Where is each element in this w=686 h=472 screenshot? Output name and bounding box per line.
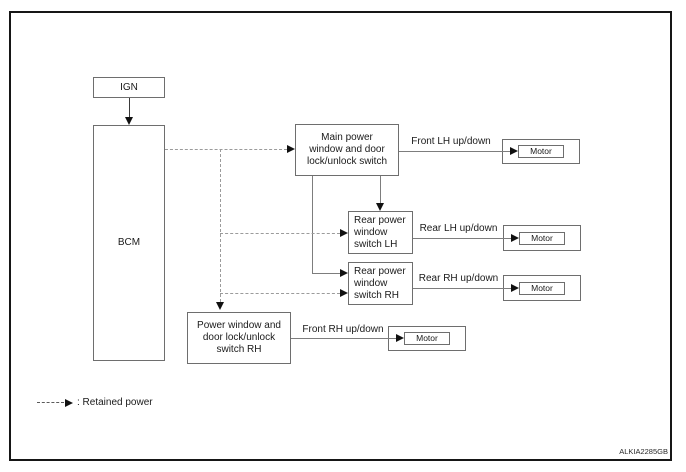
rear-switch-lh-line1: Rear power	[354, 214, 406, 226]
bcm-label: BCM	[117, 237, 141, 248]
arrowhead-right-icon	[396, 334, 404, 342]
rear-switch-rh-line2: window	[354, 277, 388, 289]
rear-switch-rh-line1: Rear power	[354, 265, 406, 277]
main-switch-line3: lock/unlock switch	[306, 156, 388, 167]
front-switch-rh-box: Power window and door lock/unlock switch…	[187, 312, 291, 364]
rear-switch-lh-box: Rear power window switch LH	[348, 211, 413, 254]
wire-front-rh	[291, 338, 396, 339]
dashed-wire-vertical-branch	[220, 149, 221, 302]
wire-main-to-rear-lh	[380, 176, 381, 203]
arrowhead-right-icon	[510, 147, 518, 155]
wire-main-to-rear-rh-vertical	[312, 176, 313, 273]
dashed-wire-to-rear-rh	[220, 293, 340, 294]
legend-dashed-line	[37, 402, 64, 403]
motor-rear-lh-label: Motor	[519, 231, 565, 245]
arrowhead-right-icon	[340, 269, 348, 277]
wire-front-lh	[399, 151, 511, 152]
front-switch-rh-line3: switch RH	[216, 344, 262, 355]
rear-switch-lh-line2: window	[354, 226, 388, 238]
motor-rear-rh-label: Motor	[519, 281, 565, 295]
rear-rh-updown-label: Rear RH up/down	[418, 273, 499, 284]
arrowhead-right-icon	[511, 284, 519, 292]
wire-ign-to-bcm	[129, 98, 130, 117]
wire-rear-lh	[413, 238, 511, 239]
wire-main-to-rear-rh-horizontal	[312, 273, 340, 274]
rear-switch-rh-line3: switch RH	[354, 289, 400, 301]
arrowhead-right-icon	[511, 234, 519, 242]
dashed-wire-bcm-to-main	[165, 149, 287, 150]
arrowhead-down-icon	[376, 203, 384, 211]
ign-label: IGN	[120, 81, 138, 93]
bcm-box: BCM	[93, 125, 165, 361]
front-lh-updown-label: Front LH up/down	[411, 136, 491, 147]
arrowhead-down-icon	[216, 302, 224, 310]
legend-label: : Retained power	[77, 397, 153, 408]
rear-lh-updown-label: Rear LH up/down	[419, 223, 498, 234]
main-switch-line1: Main power	[321, 132, 373, 143]
motor-front-lh-label: Motor	[518, 145, 564, 158]
front-rh-updown-label: Front RH up/down	[302, 324, 384, 335]
arrowhead-right-icon	[340, 229, 348, 237]
motor-front-rh-label: Motor	[404, 332, 450, 345]
wire-rear-rh	[413, 288, 511, 289]
arrowhead-down-icon	[125, 117, 133, 125]
main-switch-box: Main power window and door lock/unlock s…	[295, 124, 399, 176]
dashed-wire-to-rear-lh	[220, 233, 340, 234]
arrowhead-right-icon	[65, 398, 73, 407]
figure-code: ALKIA2285GB	[619, 447, 668, 456]
front-switch-rh-line2: door lock/unlock	[202, 332, 276, 343]
rear-switch-rh-box: Rear power window switch RH	[348, 262, 413, 305]
arrowhead-right-icon	[287, 145, 295, 153]
ign-box: IGN	[93, 77, 165, 98]
front-switch-rh-line1: Power window and	[197, 320, 281, 331]
retained-power-legend: : Retained power	[37, 396, 153, 409]
main-switch-line2: window and door	[309, 144, 385, 155]
motor-rear-lh-box: Motor	[503, 225, 581, 251]
rear-switch-lh-line3: switch LH	[354, 238, 398, 250]
arrowhead-right-icon	[340, 289, 348, 297]
